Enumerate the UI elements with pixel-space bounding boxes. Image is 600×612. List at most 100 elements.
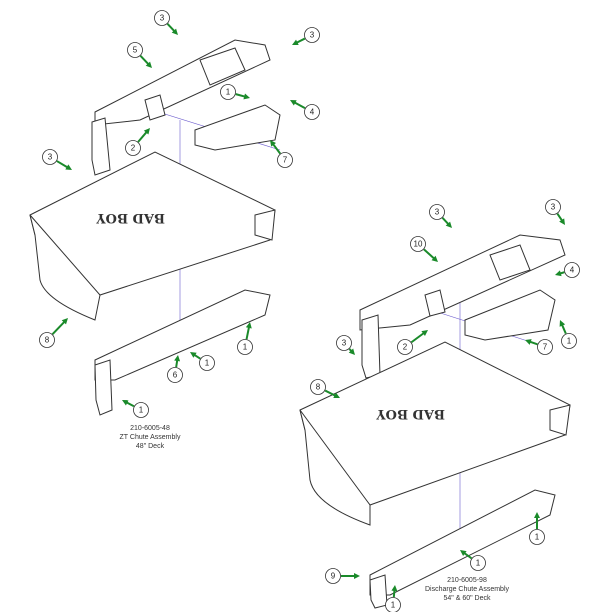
callout-1: 1: [559, 320, 577, 349]
callout-number: 4: [570, 266, 575, 275]
right-deflector: [369, 489, 556, 596]
leader-arrow: [410, 331, 426, 344]
callout-number: 1: [476, 559, 481, 568]
callout-number: 8: [45, 336, 50, 345]
arrowhead-icon: [292, 39, 299, 45]
arrowhead-icon: [122, 400, 129, 406]
svg-text:ZT Chute Assembly: ZT Chute Assembly: [120, 434, 181, 441]
callout-3: 3: [336, 335, 355, 355]
callout-1: 1: [122, 400, 149, 418]
left-assembly: BAD BOY 210-6005-48 ZT Chute Assembly 48…: [29, 39, 281, 450]
left-logo: BAD BOY: [96, 210, 165, 225]
leader-arrow: [51, 320, 66, 335]
left-deflector: [94, 289, 271, 381]
callout-4: 4: [555, 262, 580, 278]
callout-number: 10: [414, 240, 423, 249]
callout-3: 3: [42, 149, 72, 170]
arrowhead-icon: [391, 585, 398, 592]
callout-5: 5: [127, 42, 152, 68]
callout-number: 1: [205, 359, 210, 368]
callout-number: 3: [435, 208, 440, 217]
right-logo: BAD BOY: [376, 406, 445, 421]
callout-number: 7: [283, 156, 288, 165]
callout-number: 3: [551, 203, 556, 212]
callout-number: 3: [310, 31, 315, 40]
callout-number: 7: [543, 343, 548, 352]
callout-number: 1: [567, 337, 572, 346]
callout-3: 3: [429, 204, 452, 228]
callout-3: 3: [292, 27, 320, 45]
svg-text:54" & 60" Deck: 54" & 60" Deck: [444, 595, 491, 602]
leader-arrow: [324, 389, 337, 398]
arrowhead-icon: [243, 93, 250, 100]
arrowhead-icon: [171, 28, 178, 35]
callout-number: 3: [160, 14, 165, 23]
arrowhead-icon: [61, 318, 68, 325]
callout-number: 4: [310, 108, 315, 117]
arrowhead-icon: [559, 320, 566, 327]
callout-number: 2: [403, 343, 408, 352]
arrowhead-icon: [143, 128, 150, 135]
svg-text:210-6005-48: 210-6005-48: [130, 425, 170, 432]
arrowhead-icon: [174, 355, 181, 362]
callout-2: 2: [397, 330, 428, 355]
arrowhead-icon: [460, 550, 467, 556]
callout-1: 1: [460, 550, 486, 571]
callout-2: 2: [125, 128, 150, 156]
svg-text:Discharge Chute Assembly: Discharge Chute Assembly: [425, 586, 510, 593]
callout-6: 6: [167, 355, 183, 383]
callout-1: 1: [385, 585, 401, 612]
arrowhead-icon: [270, 140, 276, 147]
arrowhead-icon: [333, 392, 340, 398]
arrowhead-icon: [354, 573, 360, 579]
left-caption: 210-6005-48 ZT Chute Assembly 48" Deck: [120, 425, 181, 450]
arrowhead-icon: [534, 512, 540, 518]
leader-arrow: [137, 130, 149, 143]
callout-1: 1: [190, 352, 215, 371]
arrowhead-icon: [145, 61, 152, 68]
arrowhead-icon: [445, 221, 452, 228]
callout-number: 1: [391, 601, 396, 610]
callout-10: 10: [410, 236, 438, 262]
arrowhead-icon: [559, 218, 565, 225]
callout-3: 3: [154, 10, 178, 35]
leader-arrow: [139, 55, 150, 66]
callout-1: 1: [529, 512, 545, 545]
arrowhead-icon: [421, 330, 428, 336]
leader-arrow: [423, 248, 436, 261]
callout-number: 1: [243, 343, 248, 352]
callout-7: 7: [525, 339, 553, 355]
svg-text:210-6005-98: 210-6005-98: [447, 577, 487, 584]
arrowhead-icon: [431, 255, 438, 262]
callout-1: 1: [237, 322, 253, 355]
arrowhead-icon: [65, 164, 72, 170]
callout-number: 8: [316, 383, 321, 392]
right-assembly: BAD BOY 210-6005-98 Discharge Chute Asse…: [299, 234, 571, 609]
arrowhead-icon: [525, 339, 532, 345]
callout-3: 3: [545, 199, 565, 225]
left-link-plate: [194, 104, 281, 151]
callout-number: 1: [226, 88, 231, 97]
arrowhead-icon: [555, 270, 562, 277]
callout-number: 6: [173, 371, 178, 380]
callout-number: 1: [139, 406, 144, 415]
callout-8: 8: [39, 318, 68, 348]
arrowhead-icon: [245, 322, 252, 329]
arrowhead-icon: [190, 352, 197, 358]
callout-8: 8: [310, 379, 340, 398]
callout-number: 5: [133, 46, 138, 55]
leader-arrow: [293, 101, 306, 110]
callout-number: 3: [48, 153, 53, 162]
callout-number: 3: [342, 339, 347, 348]
right-caption: 210-6005-98 Discharge Chute Assembly 54"…: [425, 577, 510, 602]
svg-text:48" Deck: 48" Deck: [136, 443, 165, 450]
callout-9: 9: [325, 568, 360, 584]
callout-number: 1: [535, 533, 540, 542]
callout-1: 1: [220, 84, 250, 100]
leader-arrow: [56, 160, 70, 169]
right-link-plate: [464, 289, 556, 341]
arrowhead-icon: [348, 348, 355, 355]
callout-number: 2: [131, 144, 136, 153]
leader-arrow: [271, 142, 282, 155]
